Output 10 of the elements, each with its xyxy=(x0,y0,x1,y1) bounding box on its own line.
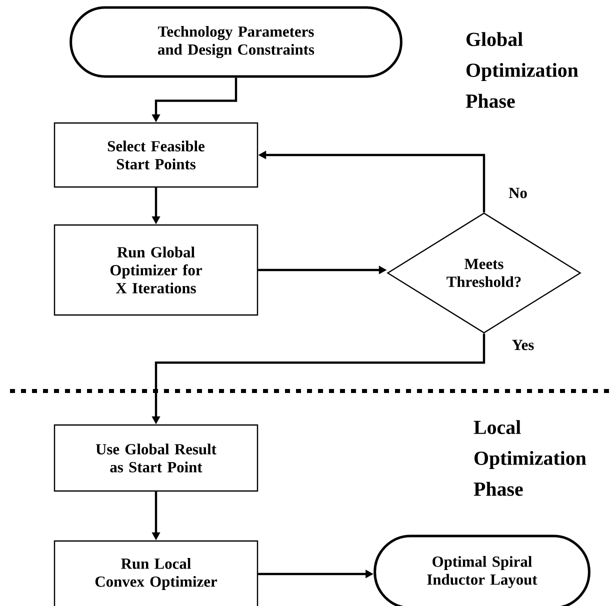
terminal: Optimal Spiral Inductor Layout xyxy=(374,534,590,606)
terminal: Technology Parameters and Design Constraints xyxy=(70,6,402,78)
process-box: Select Feasible Start Points xyxy=(54,122,258,188)
edge-label: No xyxy=(508,186,528,200)
phase-label: Local Optimization Phase xyxy=(474,420,586,496)
process-box: Run Local Convex Optimizer xyxy=(54,540,258,606)
process-box: Use Global Result as Start Point xyxy=(54,424,258,492)
phase-label: Global Optimization Phase xyxy=(466,32,578,108)
process-box: Run Global Optimizer for X Iterations xyxy=(54,224,258,316)
edge-label: Yes xyxy=(510,338,536,352)
